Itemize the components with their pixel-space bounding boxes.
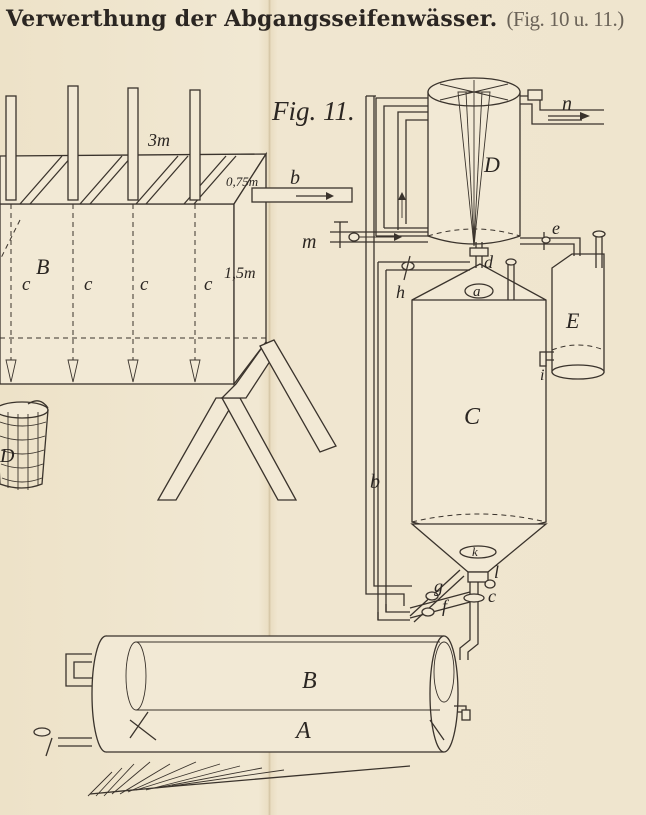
feed-pipes [375, 97, 428, 237]
label-port-k: k [472, 544, 478, 559]
pipe-e [520, 232, 581, 256]
vertical-pipes [5, 85, 201, 383]
fire-grate [87, 761, 411, 797]
page-fold [268, 0, 271, 815]
page-title: Verwerthung der Abgangsseifenwässer. (Fi… [6, 6, 646, 42]
label-valve-d: d [484, 252, 494, 272]
label-c-1: c [22, 274, 31, 295]
tank-E [551, 230, 606, 380]
dim-3m: 3m [147, 130, 170, 150]
label-basket-D: D [0, 445, 15, 467]
pipe-b-long [365, 95, 412, 606]
title-main: Verwerthung der Abgangsseifenwässer. [6, 6, 498, 32]
pipe-n [520, 89, 604, 125]
valve-d [469, 242, 517, 300]
label-valve-i: i [540, 367, 544, 384]
label-outlet-b: b [290, 167, 300, 189]
label-valve-f: f [442, 596, 450, 616]
label-c-4: c [204, 274, 213, 295]
label-c-2: c [84, 274, 93, 295]
dim-075m: 0,75m [226, 174, 258, 189]
boiler [33, 635, 471, 757]
label-column-C: C [464, 404, 481, 430]
label-tank-D: D [483, 152, 500, 177]
bottom-valves [377, 569, 496, 660]
label-outlet-n: n [562, 93, 572, 115]
basket [0, 400, 49, 490]
label-vessel-B-left: B [36, 254, 49, 279]
label-boiler-A: A [294, 718, 311, 744]
label-valve-l: l [494, 562, 499, 582]
label-boiler-B: B [302, 668, 317, 694]
label-valve-g: g [434, 576, 443, 596]
label-tank-E: E [565, 308, 580, 333]
label-pipe-b: b [370, 471, 380, 493]
label-valve-h: h [396, 282, 405, 302]
outlet-pipe-b [251, 187, 353, 203]
dim-15m: 1,5m [224, 265, 256, 282]
label-inlet-m: m [302, 231, 316, 253]
trough-stand [156, 339, 337, 501]
valve-i [539, 351, 554, 367]
label-valve-c: c [488, 586, 496, 606]
label-port-a: a [473, 284, 481, 300]
label-c-3: c [140, 274, 149, 295]
label-valve-e: e [552, 218, 560, 238]
pipe-h [377, 255, 470, 620]
title-figure-reference: (Fig. 10 u. 11.) [506, 7, 625, 31]
trough-front-face [0, 203, 235, 385]
pipe-m [330, 221, 428, 248]
tank-D [427, 77, 521, 247]
figure-label: Fig. 11. [272, 96, 355, 126]
column-C [410, 263, 548, 583]
